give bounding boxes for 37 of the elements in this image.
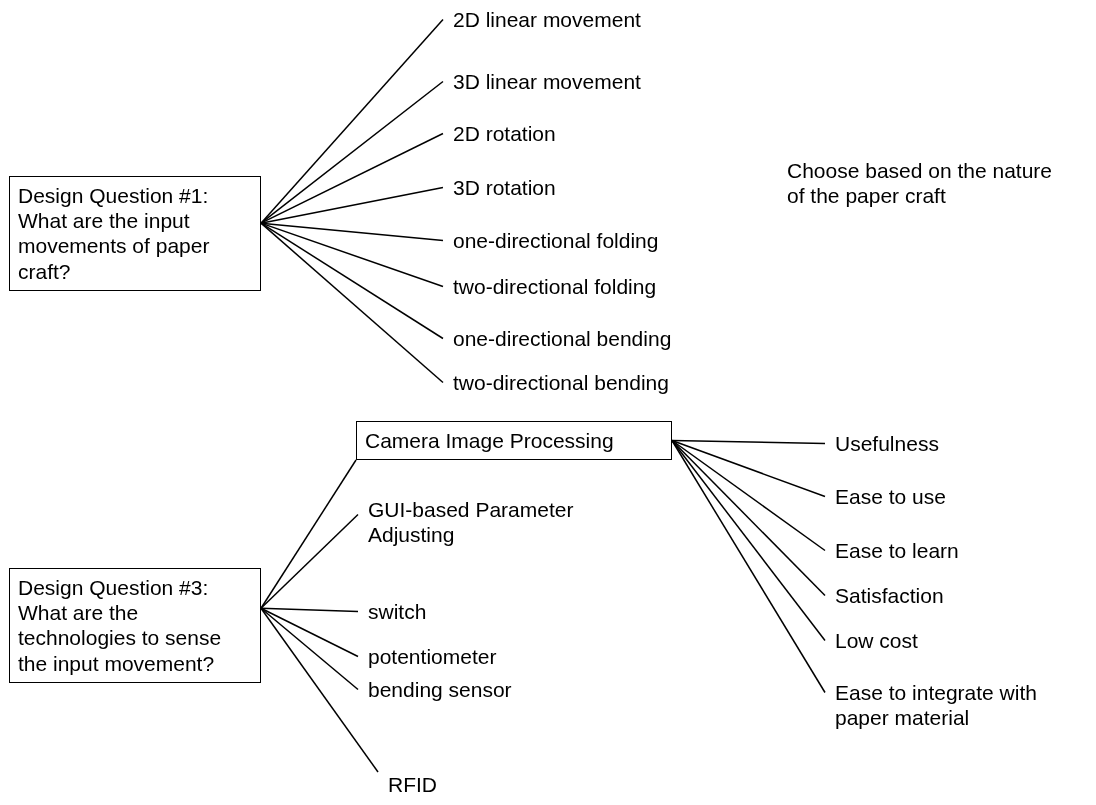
option-text: two-directional folding [443,274,743,300]
note-text: Choose based on the nature of the paper craft [787,158,1054,209]
option-text: Satisfaction [825,583,1085,609]
option-text: GUI-based Parameter Adjusting [358,497,658,548]
option-text: one-directional bending [443,326,743,352]
option-text: switch [358,599,558,625]
option-text: Ease to use [825,484,1085,510]
connector-line [671,439,826,552]
option-text: RFID [378,772,478,798]
option-text: one-directional folding [443,228,743,254]
option-text: Low cost [825,628,1085,654]
connector-line [671,439,826,498]
connector-line [260,607,379,773]
question-box: Camera Image Processing [356,421,672,461]
connector-line [260,607,359,691]
connector-line [260,459,357,609]
option-text: 3D rotation [443,175,743,201]
question-box: Design Question #3: What are the technologies to sense the input movement? [9,568,261,683]
option-text: potentiometer [358,644,558,670]
connector-line [260,80,444,224]
connector-line [260,607,359,613]
connector-line [671,439,826,445]
option-text: Usefulness [825,431,1085,457]
connector-line [260,18,444,224]
option-text: two-directional bending [443,370,743,396]
connector-line [260,222,444,242]
option-text: Ease to learn [825,538,1085,564]
connector-line [260,607,359,658]
option-text: bending sensor [358,677,558,703]
option-text: Ease to integrate with paper material [825,680,1090,731]
option-text: 2D rotation [443,121,743,147]
connector-line [260,186,444,224]
connector-line [260,513,359,609]
question-box: Design Question #1: What are the input movements of paper craft? [9,176,261,291]
option-text: 3D linear movement [443,69,743,95]
connector-line [260,222,444,384]
option-text: 2D linear movement [443,7,743,33]
